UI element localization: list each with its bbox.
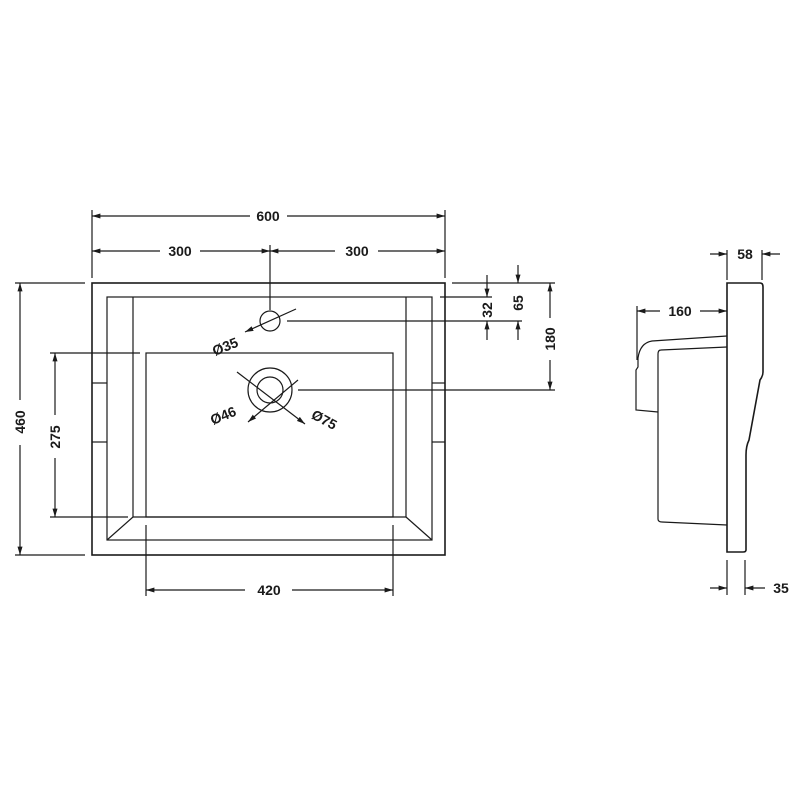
plan-view: [91, 282, 446, 556]
dim-half-left: 300: [168, 243, 192, 259]
dimension-lines: [17, 213, 553, 593]
extension-lines: [15, 210, 555, 596]
dim-waste-offset: 180: [542, 327, 558, 351]
dim-bowl-depth: 275: [47, 425, 63, 449]
dim-half-right: 300: [345, 243, 369, 259]
dim-bowl-width: 420: [257, 582, 281, 598]
dim-side-bottom-thickness: 35: [773, 580, 789, 596]
dim-waste-inner: Ø46: [208, 403, 239, 428]
side-view: [635, 250, 780, 595]
waste-outer: [247, 367, 293, 413]
outer-outline: [91, 282, 446, 556]
dim-tap-hole: Ø35: [210, 334, 241, 359]
dim-side-top-thickness: 58: [737, 246, 753, 262]
dim-waste-outer: Ø75: [309, 406, 340, 433]
dim-overall-width: 600: [256, 208, 280, 224]
tap-hole: [259, 310, 281, 332]
dim-tap-offset-inner: 32: [479, 302, 495, 318]
dim-side-bowl-projection: 160: [668, 303, 692, 319]
dim-overall-depth: 460: [12, 410, 28, 434]
inner-rim: [106, 296, 433, 541]
dim-tap-offset-outer: 65: [510, 295, 526, 311]
